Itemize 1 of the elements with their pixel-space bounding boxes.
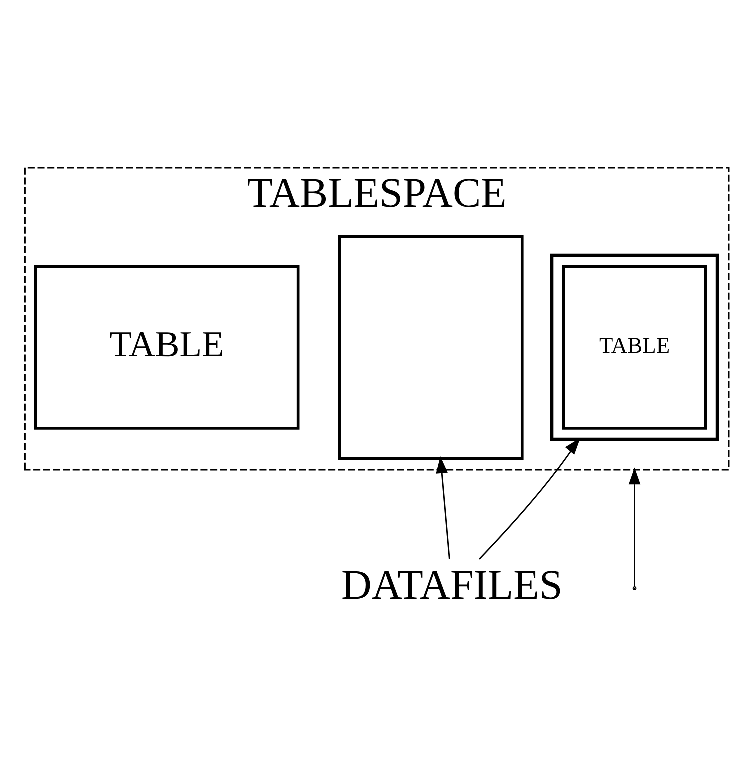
node-text: DATAFILES	[342, 562, 563, 609]
